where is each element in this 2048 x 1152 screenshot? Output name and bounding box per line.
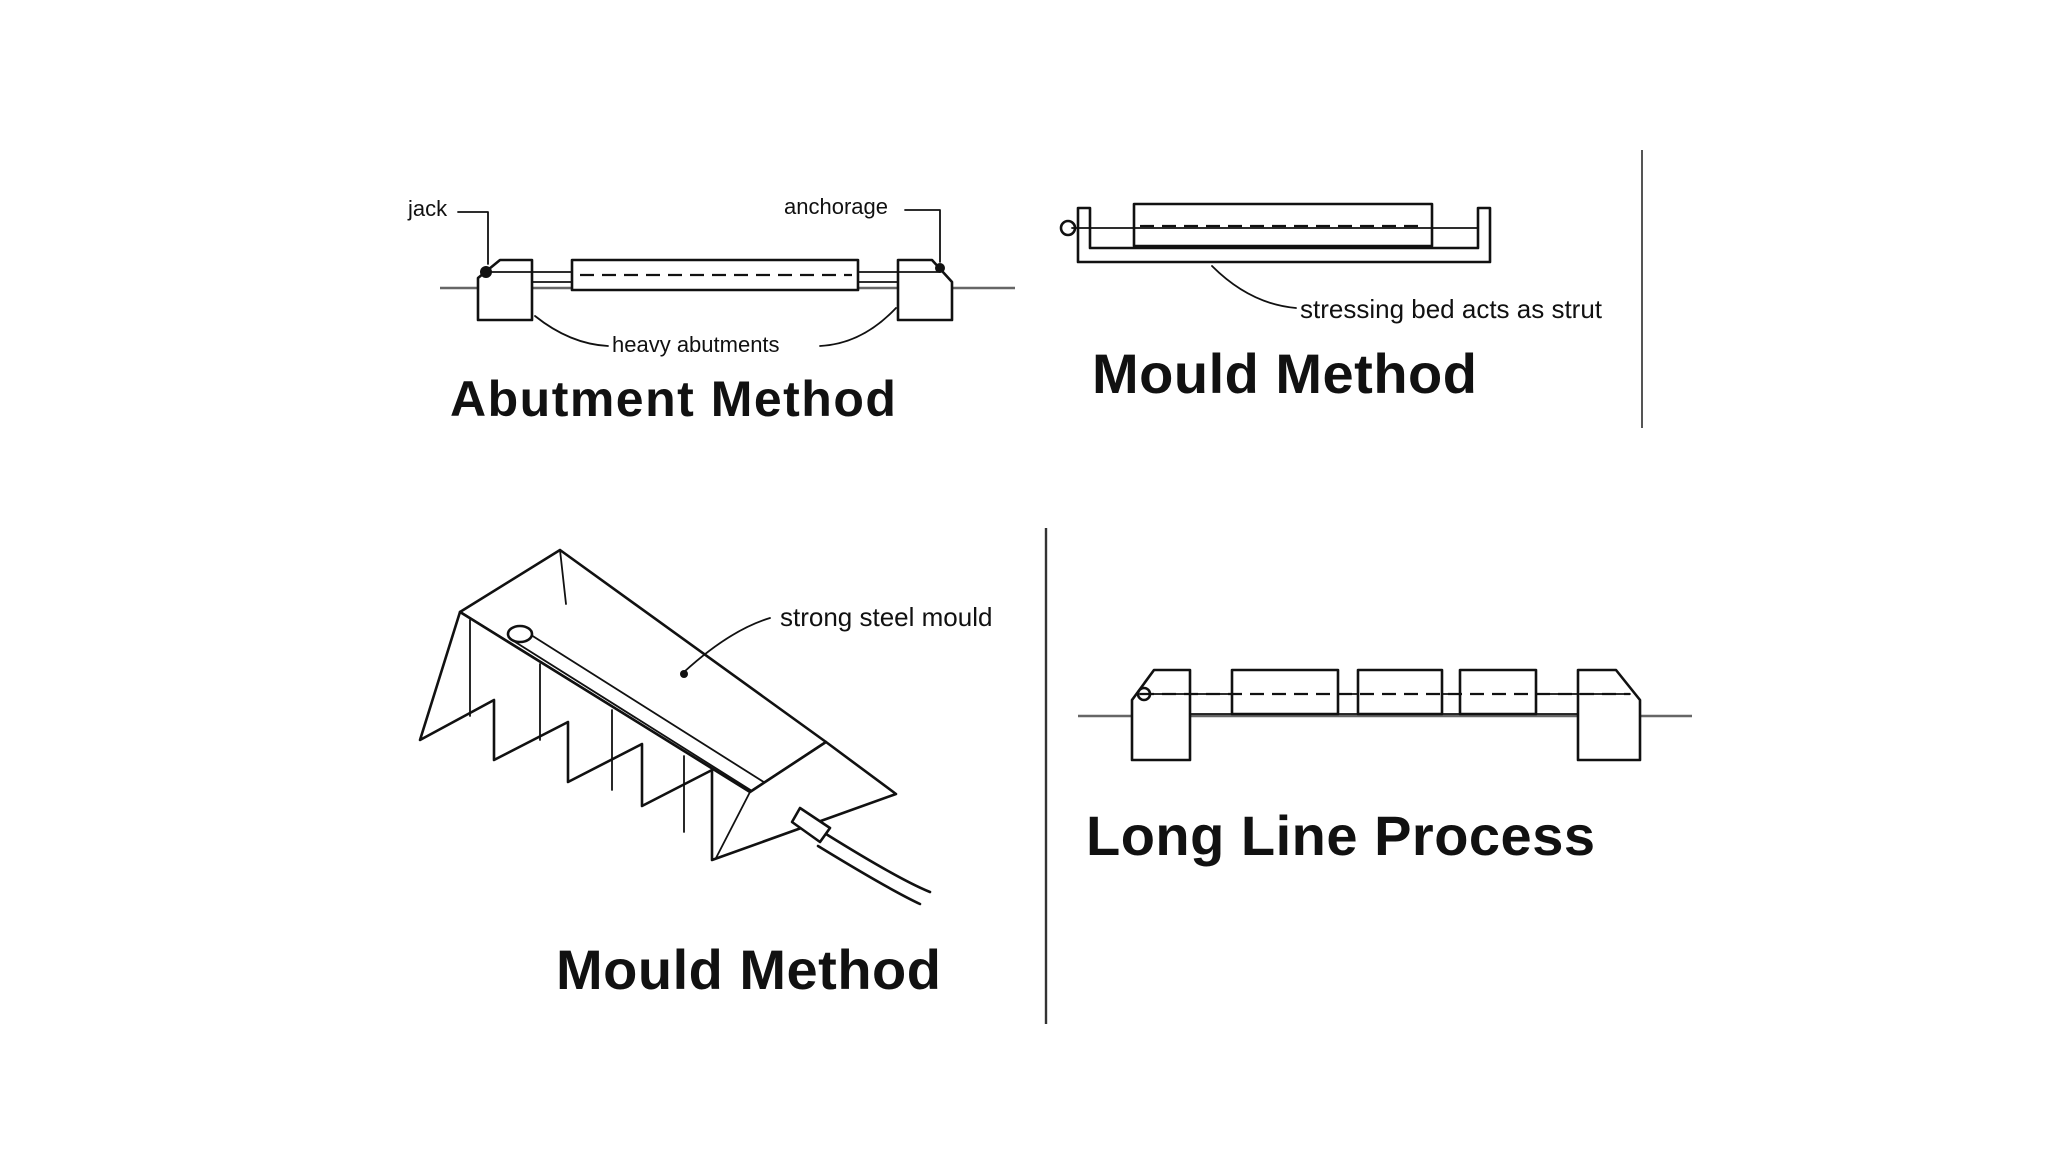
mould-bed-diagram: [1059, 150, 1643, 428]
anchorage-leader: [904, 209, 941, 263]
anchorage-point: [935, 263, 945, 273]
bed-jack: [1059, 219, 1077, 237]
strut-leader: [1211, 265, 1297, 309]
long-line-member-3: [1458, 668, 1538, 716]
long-line-jack: [1136, 686, 1152, 702]
steel-mould-leader: [683, 617, 771, 673]
stressing-bed: [1076, 206, 1492, 264]
long-line-member-2: [1356, 668, 1444, 716]
jack-leader: [457, 211, 489, 265]
long-line-process-title: Long Line Process: [1086, 804, 1596, 867]
jack-point: [480, 266, 492, 278]
abutment-diagram: [440, 209, 1015, 347]
mould-side-fins: [418, 610, 898, 862]
abutment-leader-left: [534, 315, 609, 347]
mould-method-title-bottom: Mould Method: [556, 938, 942, 1001]
jack-label: jack: [408, 196, 448, 221]
anchorage-label: anchorage: [784, 194, 888, 219]
long-line-left-abutment: [1130, 668, 1192, 762]
long-line-right-abutment: [1576, 668, 1642, 762]
long-line-member-1: [1230, 668, 1340, 716]
left-abutment: [476, 258, 534, 322]
mould-method-title-top: Mould Method: [1092, 342, 1478, 405]
heavy-abutments-label: heavy abutments: [612, 332, 780, 357]
strut-label: stressing bed acts as strut: [1300, 294, 1603, 324]
abutment-leader-right: [819, 307, 897, 347]
steel-mould-diagram: [418, 548, 932, 906]
long-line-diagram: [1078, 668, 1692, 762]
steel-mould-label: strong steel mould: [780, 602, 993, 632]
mould-jack: [790, 806, 832, 844]
abutment-method-title: Abutment Method: [450, 371, 898, 427]
